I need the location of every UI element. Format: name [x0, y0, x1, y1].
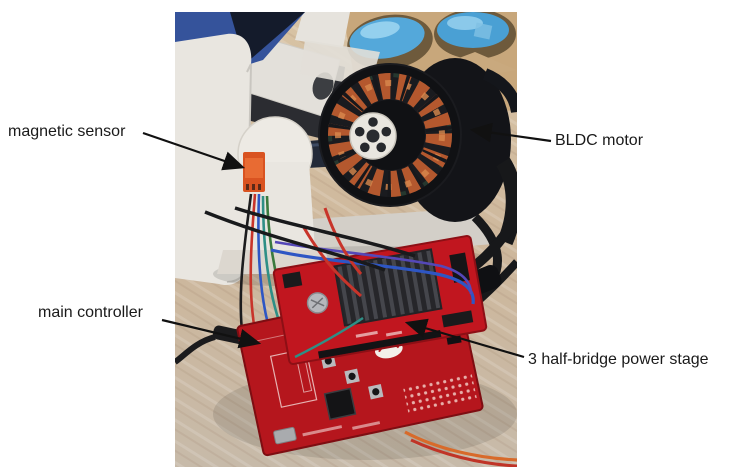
connector-block: [282, 271, 303, 289]
hardware-photo: [175, 12, 517, 467]
qfp-chip: [323, 387, 357, 421]
bldc-motor: [318, 58, 517, 222]
orange-wires: [404, 430, 517, 467]
connector-block-right: [449, 252, 470, 283]
photo-scene: [175, 12, 517, 467]
label-power-stage: 3 half-bridge power stage: [528, 351, 709, 368]
label-magnetic-sensor: magnetic sensor: [8, 123, 126, 140]
magnetic-sensor-pcb: [243, 152, 265, 192]
breakout-holes: [402, 372, 477, 413]
electrolytic-capacitor: [306, 292, 329, 314]
blue-bags: [349, 12, 509, 59]
motor-windings: [328, 73, 452, 197]
motor-hub: [349, 112, 397, 160]
label-main-controller: main controller: [38, 304, 143, 321]
hookup-wires: [204, 206, 475, 359]
micro-usb-connector: [273, 426, 297, 445]
label-bldc-motor: BLDC motor: [555, 132, 644, 149]
motor-top-cable: [482, 68, 517, 114]
